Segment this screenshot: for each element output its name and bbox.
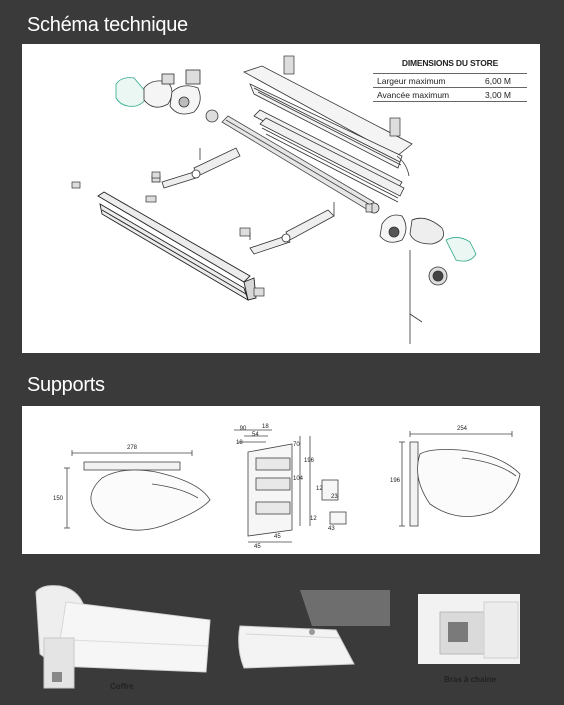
right-end-caps [368,202,477,344]
front-load-bar [97,191,257,301]
dim-104: 104 [293,476,304,482]
supports-panel: 278 150 90 18 54 18 70 196 104 12 23 [22,406,540,554]
dim-43: 43 [328,526,335,532]
supports-title: Supports [27,374,105,396]
dimension-label: Avancée maximum [377,90,450,100]
dim-70: 70 [293,442,300,448]
dim-23: 23 [331,494,338,500]
bras-chaine-caption: Bras à chaine [444,675,497,684]
coffre-image [35,585,211,689]
roller-tube [221,115,375,211]
middle-bracket-drawing: 90 18 54 18 70 196 104 12 23 12 43 45 45 [234,424,347,550]
right-width-label: 254 [457,426,468,432]
schema-technique-title: Schéma technique [27,14,188,36]
bras-chaine-photo [418,594,520,664]
dimension-value: 6,00 M [485,76,511,86]
bras-front-image [238,590,390,669]
dim-12-upper: 12 [316,486,323,492]
left-arm [151,147,241,189]
left-height-label: 150 [53,496,64,502]
right-height-label: 196 [390,478,401,484]
exploded-diagram-panel: DIMENSIONS DU STORE Largeur maximum 6,00… [22,44,540,353]
dim-45-left: 45 [254,544,261,550]
left-support-drawing: 278 150 [53,445,211,531]
supports-drawings: 278 150 90 18 54 18 70 196 104 12 23 [53,424,521,550]
dim-18-side: 18 [236,440,243,446]
dimensions-bottom-rule [373,101,527,102]
left-width-label: 278 [127,445,138,451]
coffre-photo [30,580,215,692]
right-support-drawing: 254 196 [390,426,521,527]
coffre-caption: Coffre [110,682,134,691]
dimension-row-width: Largeur maximum 6,00 M [373,73,527,87]
bras-front-photo [232,586,390,678]
right-arm [249,202,335,255]
exploded-awning-diagram [71,55,477,344]
dimension-row-projection: Avancée maximum 3,00 M [373,87,527,101]
store-dimensions-table: DIMENSIONS DU STORE Largeur maximum 6,00… [373,58,527,102]
fittings [71,55,401,297]
fabric-drum [253,109,405,203]
dim-12-lower: 12 [310,516,317,522]
dim-196: 196 [304,458,315,464]
bras-chaine-image [418,594,520,664]
top-cassette-profile [243,65,413,177]
dim-18-top: 18 [262,424,269,430]
dim-90: 90 [240,426,247,432]
dim-54: 54 [252,432,259,438]
dimensions-title: DIMENSIONS DU STORE [401,58,499,68]
dim-45-right: 45 [274,534,281,540]
left-end-caps [115,69,219,123]
dimension-label: Largeur maximum [377,76,446,86]
dimension-value: 3,00 M [485,90,511,100]
